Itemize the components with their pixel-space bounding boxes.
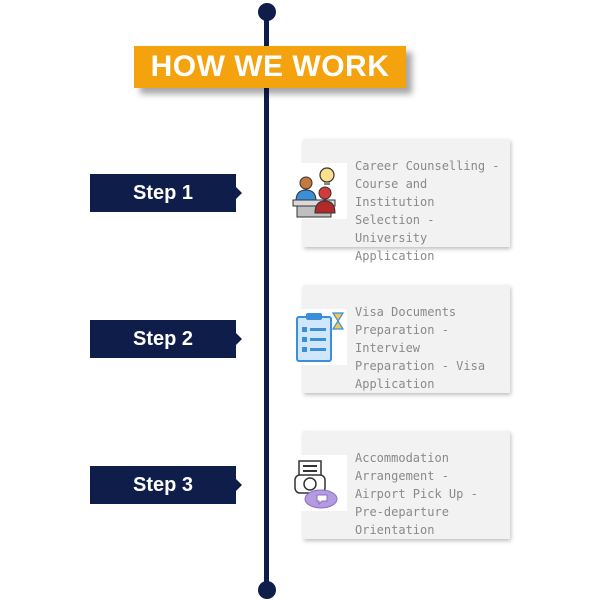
- step-3-label-box: Step 3: [90, 466, 242, 504]
- step-1-label-box: Step 1: [90, 174, 242, 212]
- step-2-label: Step 2: [132, 327, 194, 350]
- step-3-description: Accommodation Arrangement - Airport Pick…: [355, 451, 478, 537]
- step-1-card: Career Counselling - Course and Institut…: [289, 139, 510, 263]
- timeline-line: [264, 12, 269, 590]
- step-2-description: Visa Documents Preparation - Interview P…: [355, 305, 486, 391]
- timeline-bottom-dot: [258, 581, 276, 599]
- step-3-card: Accommodation Arrangement - Airport Pick…: [289, 431, 510, 539]
- step-2-card: Visa Documents Preparation - Interview P…: [289, 285, 510, 393]
- title-banner: HOW WE WORK: [134, 46, 406, 88]
- accommodation-document-icon: [289, 455, 347, 511]
- step-2-label-box: Step 2: [90, 320, 242, 358]
- timeline-top-dot: [258, 3, 276, 21]
- step-1-label: Step 1: [132, 181, 194, 204]
- step-1-description: Career Counselling - Course and Institut…: [355, 159, 500, 263]
- counselling-icon: [289, 163, 347, 219]
- step-3-label: Step 3: [132, 473, 194, 496]
- page-title: HOW WE WORK: [150, 50, 390, 83]
- clipboard-checklist-icon: [289, 309, 347, 365]
